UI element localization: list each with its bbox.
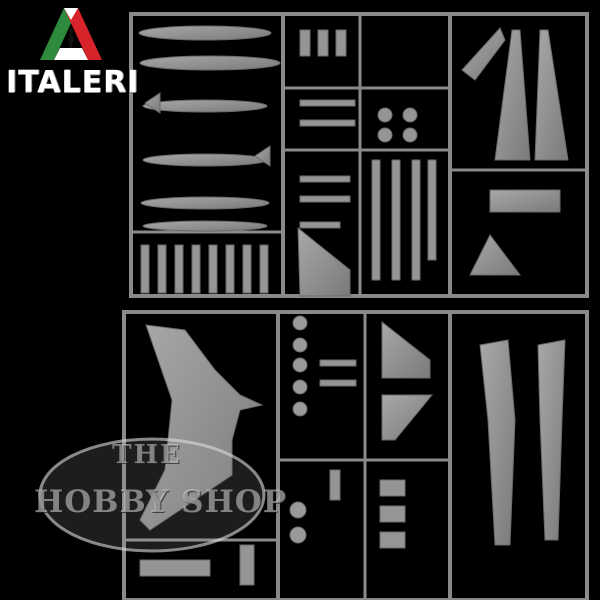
italeri-logo-mark: [40, 8, 102, 60]
fuselage-lower: [479, 339, 566, 546]
fuselage-upper: [461, 27, 569, 276]
watermark-main-text: HOBBY SHOP: [34, 484, 288, 520]
fin-part: [297, 226, 351, 297]
lower-sprue: [122, 310, 589, 600]
wing-part: [139, 324, 264, 531]
tail-fins: [381, 320, 434, 441]
mid-parts: [299, 29, 437, 281]
lower-mid-parts: [139, 359, 406, 586]
small-rods: [140, 244, 269, 294]
italeri-logo-text: ITALERI: [6, 65, 140, 100]
wheel-parts: [289, 315, 308, 544]
watermark-top-text: THE: [112, 440, 182, 470]
watermark-oval: [38, 437, 266, 553]
missile-parts: [138, 25, 281, 232]
upper-sprue: [129, 12, 589, 298]
